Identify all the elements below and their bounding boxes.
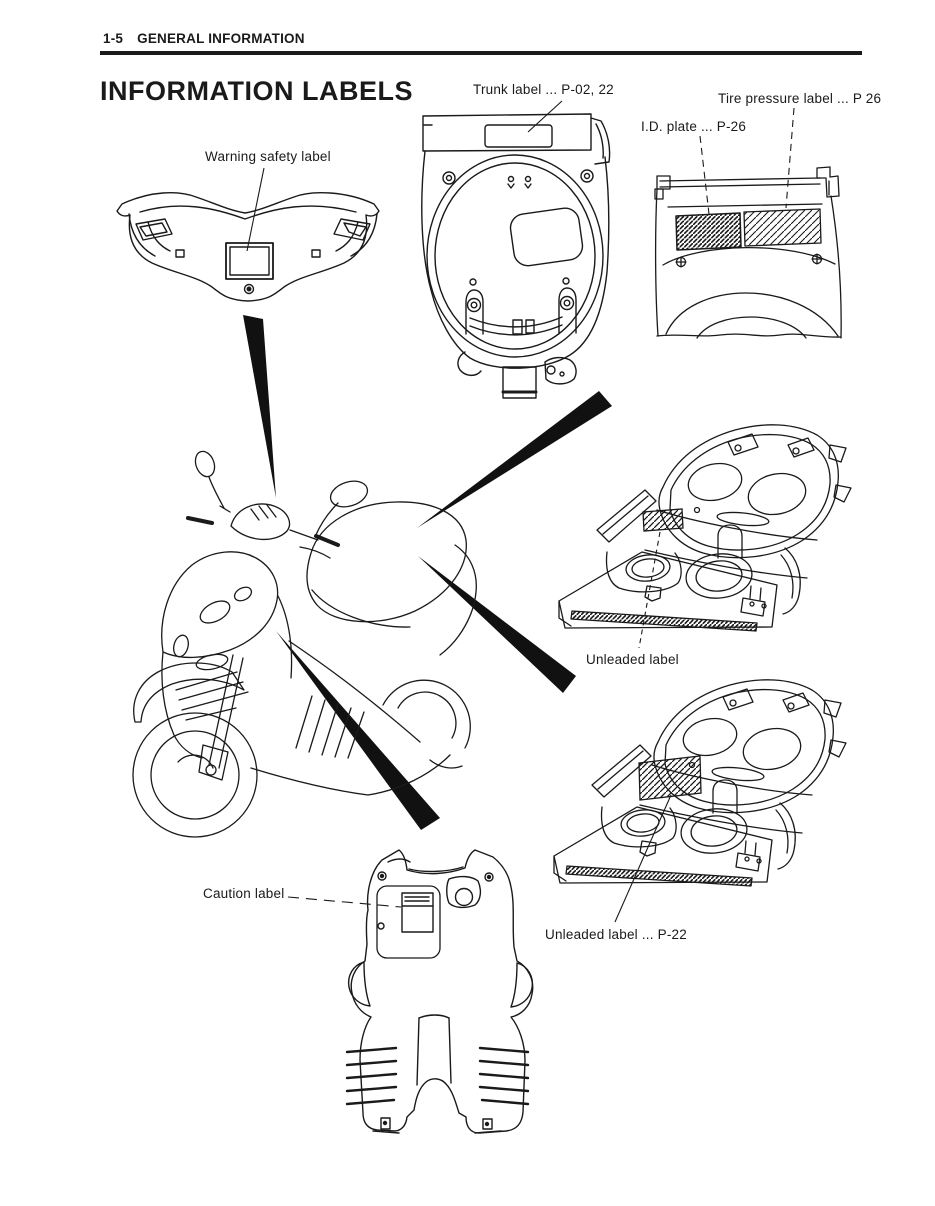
drawing-fuel-frame-1 — [558, 424, 852, 632]
header-rule — [100, 51, 862, 55]
pointer-wedge-handlebar — [243, 315, 276, 498]
page-number: 1-5 — [103, 31, 124, 46]
callout-unleaded-label-p22: Unleaded label ... P-22 — [545, 927, 687, 942]
warning-label-rect — [225, 242, 274, 280]
id-plate-hatch — [675, 212, 742, 251]
drawing-fuel-frame-2 — [553, 679, 847, 887]
leader-tire-pressure — [785, 107, 795, 209]
page-title: INFORMATION LABELS — [100, 76, 413, 106]
drawing-trunk — [421, 113, 611, 399]
leader-unleaded-1 — [638, 531, 661, 649]
drawing-handlebar-cover — [116, 191, 380, 302]
leader-id-plate — [699, 135, 710, 215]
callout-warning-safety-label: Warning safety label — [205, 149, 331, 164]
pointer-wedge-unleaded — [418, 556, 576, 693]
leader-caution — [287, 896, 402, 908]
leader-unleaded-2 — [614, 794, 672, 923]
unleaded-label-hatch-2 — [638, 755, 702, 801]
callout-trunk-label: Trunk label ... P-02, 22 — [473, 82, 614, 97]
page-header: 1-5 GENERAL INFORMATION — [103, 31, 305, 46]
pointer-wedge-trunk — [417, 391, 612, 528]
caution-label-rect — [401, 892, 434, 933]
leader-trunk — [527, 100, 563, 133]
tire-pressure-label-hatch — [743, 208, 822, 247]
callout-tire-pressure-label: Tire pressure label ... P 26 — [718, 91, 882, 106]
drawing-rear-fender — [654, 166, 842, 339]
section-title: GENERAL INFORMATION — [137, 31, 305, 46]
callout-unleaded-label: Unleaded label — [586, 652, 679, 667]
leader-warning-safety — [246, 167, 265, 252]
trunk-label-rect — [484, 124, 553, 148]
callout-id-plate: I.D. plate ... P-26 — [641, 119, 747, 134]
drawing-leg-shield — [345, 849, 534, 1134]
unleaded-label-hatch-1 — [642, 508, 684, 532]
callout-caution-label: Caution label — [203, 886, 285, 901]
drawing-scooter — [132, 450, 477, 838]
